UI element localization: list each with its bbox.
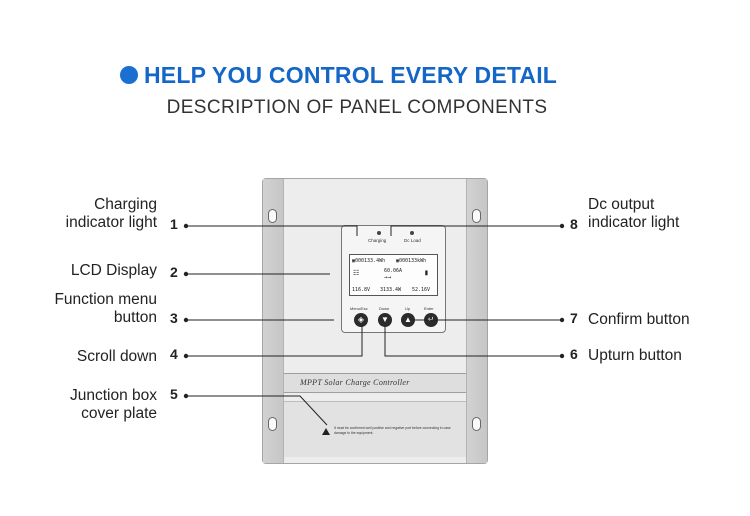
callout-label-1: Charging indicator light	[20, 196, 157, 232]
junction-box-cover: It must be confirmed well positive and n…	[284, 401, 466, 457]
up-arrow-icon: ▲	[404, 315, 412, 324]
charging-led-label: Charging	[368, 238, 387, 243]
callout-number-5: 5	[170, 386, 178, 402]
down-arrow-icon: ▼	[381, 315, 389, 324]
callout-label-6: Upturn button	[588, 347, 682, 364]
up-button-label: Up	[405, 306, 411, 311]
callout-line-5	[186, 395, 328, 426]
callout-line-1	[186, 225, 358, 236]
dc-load-led-label: Dc Load	[404, 238, 421, 243]
charging-led-icon	[377, 231, 381, 235]
callout-1-line2: indicator light	[65, 214, 157, 231]
callout-number-1: 1	[170, 216, 178, 232]
left-mounting-rail	[263, 179, 284, 463]
down-button[interactable]: ▼	[378, 313, 392, 327]
headline-title: HELP YOU CONTROL EVERY DETAIL	[144, 61, 558, 88]
callout-label-2: LCD Display	[70, 262, 157, 279]
subheading: DESCRIPTION OF PANEL COMPONENTS	[166, 97, 548, 118]
lcd-current: 60.06A	[384, 268, 403, 274]
callout-label-3: Function menu button	[20, 291, 157, 327]
down-button-label: Down	[379, 306, 390, 311]
callout-8-line1: Dc output	[588, 196, 655, 213]
enter-button-label: Enter	[424, 306, 434, 311]
callout-3-line2: button	[113, 309, 157, 326]
right-mounting-rail	[466, 179, 487, 463]
mount-hole-icon	[268, 417, 277, 431]
title-band: MPPT Solar Charge Controller	[284, 373, 466, 393]
battery-icon: ▮	[424, 268, 429, 277]
callout-line-8	[390, 225, 562, 236]
headline: HELP YOU CONTROL EVERY DETAIL	[120, 60, 557, 90]
menu-esc-button[interactable]: ◈	[354, 313, 368, 327]
product-title: MPPT Solar Charge Controller	[300, 378, 410, 387]
callout-number-4: 4	[170, 346, 178, 362]
flow-arrow-icon: →→	[384, 274, 392, 281]
lcd-display: ▣000133.4Wh ▣000133kWh ☷ 60.06A →→ ▮ 116…	[349, 254, 438, 296]
callout-1-line1: Charging	[94, 196, 157, 213]
mount-hole-icon	[472, 209, 481, 223]
callout-label-4: Scroll down	[76, 348, 157, 365]
callout-number-8: 8	[570, 216, 578, 232]
bullet-dot-icon	[120, 66, 138, 84]
callout-5-line2: cover plate	[81, 405, 157, 422]
callout-label-5: Junction box cover plate	[20, 387, 157, 423]
lcd-power: 3133.4W	[380, 287, 402, 293]
callout-label-8: Dc output indicator light	[588, 196, 738, 232]
callout-line-6	[384, 325, 562, 357]
lcd-pv-voltage: 116.8V	[352, 287, 371, 293]
callout-line-4	[186, 325, 363, 357]
callout-8-line2: indicator light	[588, 214, 680, 231]
mount-hole-icon	[268, 209, 277, 223]
control-panel: Charging Dc Load ▣000133.4Wh ▣000133kWh …	[341, 225, 446, 333]
dc-load-led-icon	[410, 231, 414, 235]
callout-5-line1: Junction box	[69, 387, 157, 404]
menu-button-label: Menu/Esc	[350, 306, 368, 311]
up-button[interactable]: ▲	[401, 313, 415, 327]
callout-label-7: Confirm button	[588, 311, 690, 328]
lcd-battery-voltage: 52.16V	[412, 287, 431, 293]
solar-panel-icon: ☷	[353, 269, 360, 277]
lcd-energy-right: ▣000133kWh	[396, 258, 427, 264]
callout-number-6: 6	[570, 346, 578, 362]
mount-hole-icon	[472, 417, 481, 431]
callout-number-3: 3	[170, 310, 178, 326]
lcd-energy-left: ▣000133.4Wh	[352, 258, 386, 264]
warning-text: It must be confirmed well positive and n…	[334, 426, 451, 435]
callout-number-7: 7	[570, 310, 578, 326]
callout-3-line1: Function menu	[54, 291, 157, 308]
warning-icon	[322, 428, 330, 435]
callout-number-2: 2	[170, 264, 178, 280]
diamond-icon: ◈	[357, 315, 365, 324]
